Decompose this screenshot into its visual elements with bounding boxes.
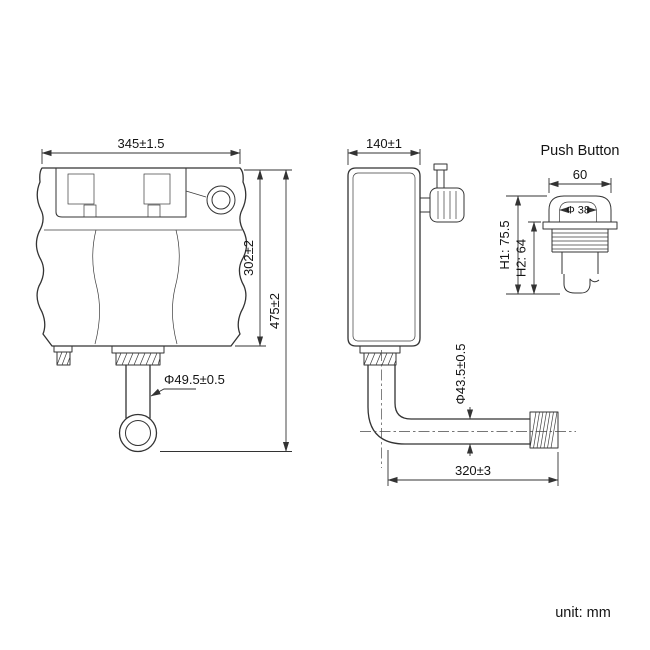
outlet-diameter-leader	[150, 388, 196, 397]
button-tube	[561, 252, 599, 274]
inlet-thread	[56, 351, 71, 366]
inlet-thread-hatch	[56, 351, 71, 366]
elbow-pipe	[367, 364, 531, 445]
ext-line	[41, 149, 241, 164]
pipe-thread-hatch	[529, 411, 558, 449]
dim-button-width: 60	[573, 167, 587, 182]
outlet-thread-side	[363, 352, 397, 366]
dim-outlet-diameter: Φ49.5±0.5	[164, 372, 225, 387]
lid-tab-right	[147, 204, 161, 218]
button-flange	[542, 221, 618, 230]
outlet-collar-side	[359, 345, 401, 354]
dim-depth: 140±1	[366, 136, 402, 151]
fill-valve-shank	[436, 170, 445, 188]
fill-valve-stem	[420, 197, 430, 213]
front-view: 345±1.5 302±2 475±2 Φ49.5±0.5	[35, 136, 292, 453]
tank-rib-left	[92, 229, 100, 345]
unit-label: unit: mm	[555, 605, 611, 621]
lid-slot-right	[143, 173, 171, 205]
elbow-outlet-outer	[118, 413, 158, 453]
outlet-thread-hatch-side	[363, 352, 397, 366]
collar-thread-lines	[552, 232, 608, 250]
fill-valve-cap	[433, 163, 448, 171]
cap-leader-line	[185, 190, 207, 198]
tank-lid-panel	[55, 168, 187, 218]
lid-tab-left	[83, 204, 97, 218]
push-button-title: Push Button	[541, 143, 620, 159]
tank-side-inner-wall	[352, 172, 416, 342]
button-dome	[548, 195, 612, 222]
dim-button-h1: H1: 75.5	[497, 220, 512, 269]
button-clip-hook	[563, 274, 600, 294]
dim-front-width: 345±1.5	[118, 136, 165, 151]
dim-button-h2: H2: 64	[514, 239, 529, 277]
outlet-collar	[111, 345, 165, 354]
dim-total-height: 475±2	[267, 293, 282, 329]
tank-side-outline	[347, 167, 421, 347]
elbow-outlet-inner	[125, 420, 151, 446]
tank-rib-right	[172, 229, 180, 345]
button-threaded-collar	[551, 229, 609, 253]
knob-knurl-lines	[437, 191, 457, 219]
dim-button-diameter: Φ 38	[566, 205, 590, 217]
lid-slot-left	[67, 173, 95, 205]
side-view: 140±1 Φ43.5±0.5 320±3	[347, 136, 576, 486]
inlet-collar	[53, 345, 73, 353]
dim-pipe-length: 320±3	[455, 463, 491, 478]
push-button-view: Push Button 60 Φ 38 H1: 75.5 H2: 64	[497, 143, 620, 295]
fill-valve-knob	[429, 187, 465, 223]
ext-line	[347, 149, 421, 165]
flush-valve-cap-outer	[206, 185, 236, 215]
flush-valve-cap-inner	[211, 190, 231, 210]
dim-tank-height: 302±2	[241, 240, 256, 276]
outlet-thread-hatch	[115, 352, 161, 366]
tank-front-outline	[35, 167, 248, 347]
dim-pipe-diameter: Φ43.5±0.5	[453, 344, 468, 405]
flush-pipe-front	[125, 364, 151, 419]
